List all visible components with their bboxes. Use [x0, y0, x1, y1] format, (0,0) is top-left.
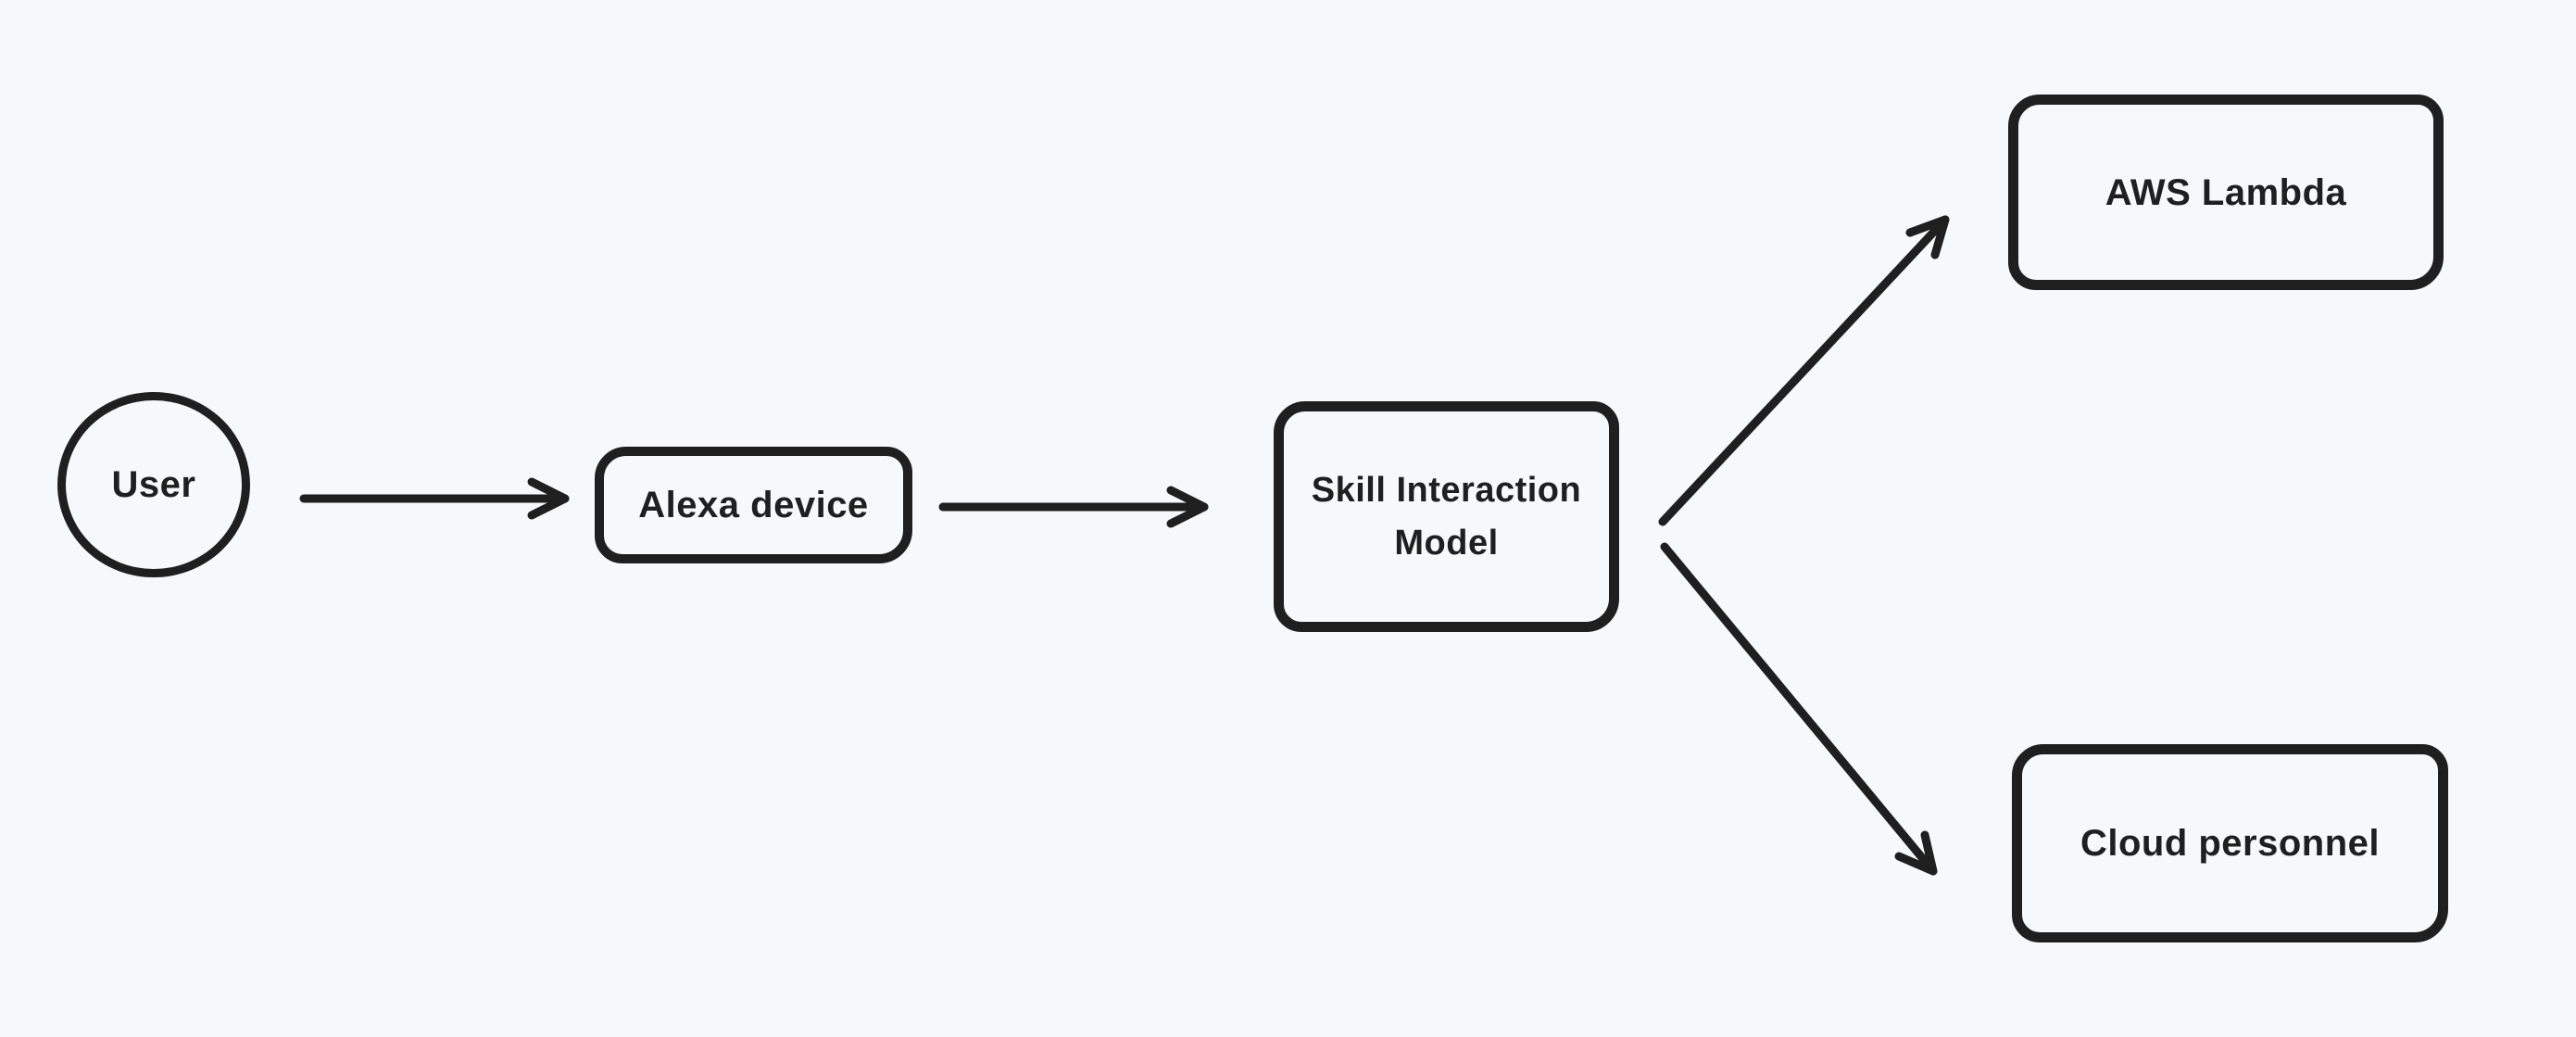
node-alexa-device: Alexa device — [595, 447, 912, 563]
node-cloud-personnel-label: Cloud personnel — [2080, 823, 2381, 864]
arrow-user-to-alexa-device — [299, 477, 570, 520]
node-aws-lambda-label: AWS Lambda — [2105, 171, 2347, 213]
node-skill-interaction-model: Skill Interaction Model — [1274, 401, 1619, 632]
node-skill-interaction-model-label: Skill Interaction Model — [1311, 470, 1582, 563]
node-user: User — [57, 392, 250, 577]
arrow-alexa-device-to-skill-interaction-model — [938, 486, 1209, 528]
node-aws-lambda: AWS Lambda — [2008, 95, 2444, 290]
arrow-skill-interaction-model-to-cloud-personnel — [1660, 542, 1938, 876]
node-cloud-personnel: Cloud personnel — [2012, 744, 2448, 942]
node-alexa-device-label: Alexa device — [638, 485, 869, 525]
arrow-skill-interaction-model-to-aws-lambda — [1658, 215, 1950, 526]
node-user-label: User — [111, 464, 196, 505]
